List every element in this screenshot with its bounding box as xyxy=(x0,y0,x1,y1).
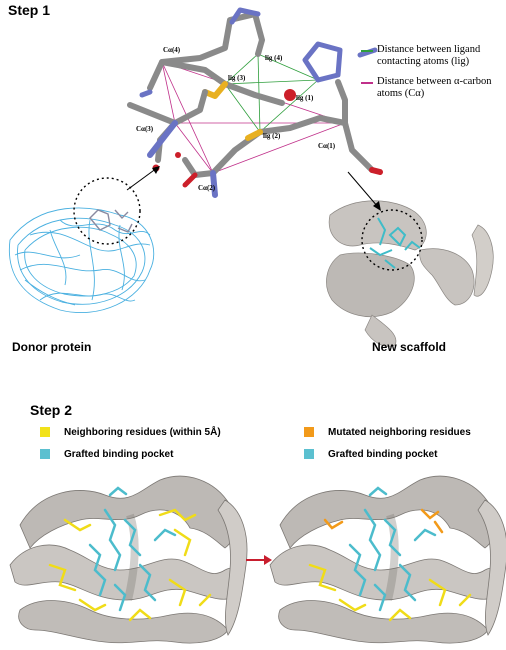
step2-legend-right: Mutated neighboring residues Grafted bin… xyxy=(304,423,471,463)
new-scaffold-caption: New scaffold xyxy=(372,340,447,354)
donor-ligand-sticks xyxy=(89,209,133,233)
scaffold-arrow-line xyxy=(347,171,379,208)
scaffold-pocket-circle xyxy=(361,209,423,271)
label-ca1: Cα(1) xyxy=(318,142,336,150)
legend-line-pink xyxy=(361,82,373,84)
label-ca4: Cα(4) xyxy=(163,46,181,54)
step2-illustration xyxy=(0,465,506,650)
legend-entry-mutated: Mutated neighboring residues xyxy=(304,423,471,441)
legend-swatch-orange xyxy=(304,427,314,437)
legend-entry-grafted-left: Grafted binding pocket xyxy=(40,445,221,463)
water-oxygen-atom xyxy=(284,89,296,101)
label-lig3: lig (3) xyxy=(228,74,246,82)
label-lig1: lig (1) xyxy=(296,94,314,102)
legend-line-green xyxy=(361,50,373,52)
legend-text-grafted-right: Grafted binding pocket xyxy=(328,448,438,460)
step1-legend: Distance between ligand contacting atoms… xyxy=(361,44,506,104)
step1-illustration: Cα(4) Cα(3) Cα(2) Cα(1) lig (4) lig (3) … xyxy=(8,7,494,347)
donor-protein-caption: Donor protein xyxy=(12,340,92,354)
legend-text-grafted-left: Grafted binding pocket xyxy=(64,448,174,460)
scaffold-pocket-sticks xyxy=(369,217,421,269)
donor-pocket-circle xyxy=(73,177,141,245)
scaffold-ribbon xyxy=(326,200,494,347)
ligand-backbone xyxy=(127,7,383,198)
legend-entry-lig: Distance between ligand contacting atoms… xyxy=(361,44,506,72)
legend-entry-ca: Distance between α-carbon atoms (Cα) xyxy=(361,76,506,104)
step2-arrow-head xyxy=(264,555,272,565)
legend-entry-neighboring: Neighboring residues (within 5Å) xyxy=(40,423,221,441)
yellow-neighbor-sticks xyxy=(308,563,472,622)
orange-mutated-sticks xyxy=(323,508,444,534)
step2-before-structure xyxy=(10,476,247,643)
lig-distance-lines xyxy=(224,53,319,133)
label-ca3: Cα(3) xyxy=(136,125,154,133)
donor-protein-structure xyxy=(8,207,155,314)
label-ca2: Cα(2) xyxy=(198,184,216,192)
step2-legend-left: Neighboring residues (within 5Å) Grafted… xyxy=(40,423,221,463)
legend-text-neighboring: Neighboring residues (within 5Å) xyxy=(64,426,221,438)
legend-swatch-cyan xyxy=(40,449,50,459)
legend-swatch-cyan xyxy=(304,449,314,459)
legend-swatch-yellow xyxy=(40,427,50,437)
scaffold-arrow-head xyxy=(373,201,381,211)
legend-text-ca: Distance between α-carbon atoms (Cα) xyxy=(377,76,492,99)
yellow-neighbor-sticks xyxy=(48,508,212,622)
step2-title: Step 2 xyxy=(30,402,73,418)
legend-entry-grafted-right: Grafted binding pocket xyxy=(304,445,471,463)
legend-text-lig: Distance between ligand contacting atoms… xyxy=(377,44,481,67)
label-lig4: lig (4) xyxy=(265,54,283,62)
step2-after-structure xyxy=(270,476,506,643)
label-lig2: lig (2) xyxy=(263,132,281,140)
step1-title: Step 1 xyxy=(8,2,51,18)
oxygen-atom xyxy=(175,152,181,158)
donor-arrow-line xyxy=(126,167,158,191)
donor-arrow-head xyxy=(152,166,160,174)
legend-text-mutated: Mutated neighboring residues xyxy=(328,426,471,438)
